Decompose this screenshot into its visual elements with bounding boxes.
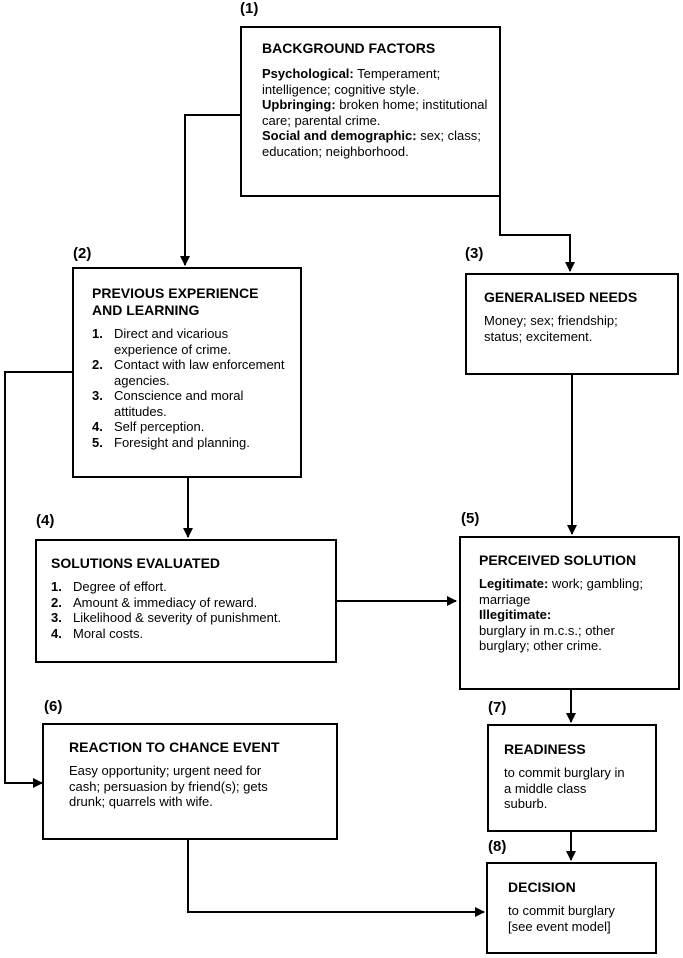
illegit-label: Illegitimate: xyxy=(479,607,552,622)
node-6-title: REACTION TO CHANCE EVENT xyxy=(69,739,280,755)
node-readiness: READINESS to commit burglary in a middle… xyxy=(487,724,657,832)
upbringing-label: Upbringing: xyxy=(262,97,336,112)
list-item: 3.Conscience and moral attitudes. xyxy=(92,388,244,419)
list-item: 3.Likelihood & severity of punishment. xyxy=(51,610,282,625)
node-8-title: DECISION xyxy=(508,879,576,895)
list-item: 1.Direct and vicarious experience of cri… xyxy=(92,326,232,357)
node-8-text: to commit burglary [see event model] xyxy=(508,903,615,934)
node-5-body: Legitimate: work; gambling; marriage Ill… xyxy=(479,576,668,654)
node-7-text: to commit burglary in a middle class sub… xyxy=(504,765,625,811)
list-item: 2.Contact with law enforcement agencies. xyxy=(92,357,285,388)
node-6-number: (6) xyxy=(44,698,63,715)
node-7-title: READINESS xyxy=(504,741,586,757)
node-3-number: (3) xyxy=(465,245,484,262)
illegit-text: burglary in m.c.s.; other burglary; othe… xyxy=(479,622,615,654)
node-2-title: PREVIOUS EXPERIENCE AND LEARNING xyxy=(92,285,259,318)
list-item: 1.Degree of effort. xyxy=(51,579,167,594)
legit-text: work; gambling; marriage xyxy=(479,576,643,607)
node-5-number: (5) xyxy=(461,510,480,527)
edge-2-6 xyxy=(4,371,72,788)
node-4-title: SOLUTIONS EVALUATED xyxy=(51,555,221,571)
node-background-factors: BACKGROUND FACTORS Psychological: Temper… xyxy=(240,26,501,197)
edge-1-2 xyxy=(180,114,240,266)
node-1-number: (1) xyxy=(240,0,259,17)
node-generalised-needs: GENERALISED NEEDS Money; sex; friendship… xyxy=(465,273,679,375)
node-4-number: (4) xyxy=(36,512,55,529)
upbringing-text: broken home; institutional care; parenta… xyxy=(262,97,488,128)
node-3-title: GENERALISED NEEDS xyxy=(484,289,638,305)
list-item: 4.Self perception. xyxy=(92,419,205,434)
node-5-title: PERCEIVED SOLUTION xyxy=(479,552,637,568)
node-previous-experience: PREVIOUS EXPERIENCE AND LEARNING 1.Direc… xyxy=(72,267,302,478)
social-text: sex; class; education; neighborhood. xyxy=(262,128,481,159)
node-solutions-evaluated: SOLUTIONS EVALUATED 1.Degree of effort. … xyxy=(35,539,337,663)
node-2-list: 1.Direct and vicarious experience of cri… xyxy=(92,326,290,450)
node-perceived-solution: PERCEIVED SOLUTION Legitimate: work; gam… xyxy=(459,536,680,690)
node-7-number: (7) xyxy=(488,699,507,716)
edge-1-3 xyxy=(499,196,575,272)
node-1-title: BACKGROUND FACTORS xyxy=(262,40,436,56)
node-decision: DECISION to commit burglary [see event m… xyxy=(486,862,657,954)
legit-label: Legitimate: xyxy=(479,576,549,591)
node-8-number: (8) xyxy=(488,838,507,855)
psych-label: Psychological: xyxy=(262,66,354,81)
node-reaction-to-chance-event: REACTION TO CHANCE EVENT Easy opportunit… xyxy=(42,723,338,840)
list-item: 2.Amount & immediacy of reward. xyxy=(51,594,258,610)
psych-text: Temperament; intelligence; cognitive sty… xyxy=(262,66,441,97)
list-item: 5.Foresight and planning. xyxy=(92,434,250,450)
social-label: Social and demographic: xyxy=(262,128,417,143)
node-4-list: 1.Degree of effort. 2.Amount & immediacy… xyxy=(51,579,325,641)
node-1-body: Psychological: Temperament; intelligence… xyxy=(262,66,489,159)
edge-6-8 xyxy=(187,840,485,917)
node-6-text: Easy opportunity; urgent need for cash; … xyxy=(69,763,268,809)
list-item: 4.Moral costs. xyxy=(51,625,144,641)
node-3-text: Money; sex; friendship; status; exciteme… xyxy=(484,313,618,344)
node-2-number: (2) xyxy=(73,245,92,262)
